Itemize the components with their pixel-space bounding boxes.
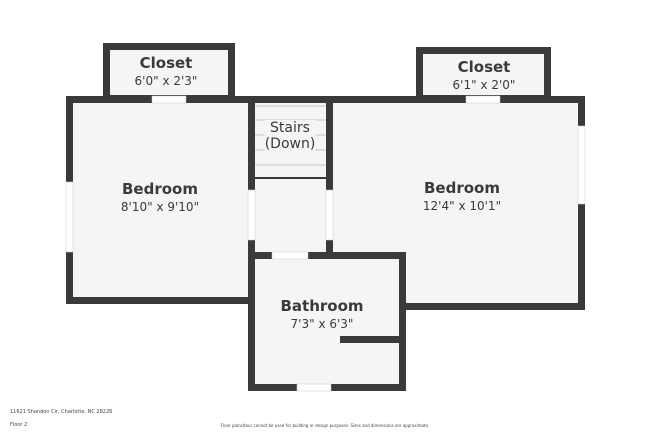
room-dims: 6'0" x 2'3" xyxy=(134,74,198,88)
window-left-bedroom xyxy=(65,181,74,253)
stairs-direction: (Down) xyxy=(264,136,316,152)
room-name: Bedroom xyxy=(122,180,198,198)
bathroom-partition-wall xyxy=(340,336,402,343)
door-opening-bathroom xyxy=(271,251,309,260)
window-right-bedroom xyxy=(577,125,586,205)
address: 11621 Shandon Cir, Charlotte, NC 28226 xyxy=(10,409,113,415)
bedroom-right-label: Bedroom 12'4" x 10'1" xyxy=(423,179,501,213)
room-name: Stairs xyxy=(270,120,310,136)
room-name: Closet xyxy=(457,58,511,76)
disclaimer: Floor plans/tour cannot be used for buil… xyxy=(220,423,430,428)
window-bathroom xyxy=(296,383,332,392)
bathroom-room xyxy=(248,252,406,391)
room-name: Closet xyxy=(139,54,193,72)
floor-label: Floor 2 xyxy=(10,422,28,428)
stairs-label: Stairs (Down) xyxy=(264,120,316,152)
room-dims: 8'10" x 9'10" xyxy=(120,200,200,214)
bathroom-label: Bathroom 7'3" x 6'3" xyxy=(280,297,363,331)
room-name: Bathroom xyxy=(280,297,364,315)
room-dims: 7'3" x 6'3" xyxy=(290,317,354,331)
room-name: Bedroom xyxy=(424,179,500,197)
closet-right-label: Closet 6'1" x 2'0" xyxy=(453,58,516,92)
room-dims: 12'4" x 10'1" xyxy=(422,199,502,213)
door-opening-right-closet xyxy=(465,95,501,104)
bedroom-left-label: Bedroom 8'10" x 9'10" xyxy=(121,180,199,214)
door-opening-right-bedroom xyxy=(325,189,334,241)
closet-left-label: Closet 6'0" x 2'3" xyxy=(135,54,198,88)
door-opening-left-bedroom xyxy=(247,189,256,241)
door-opening-left-closet xyxy=(151,95,187,104)
room-dims: 6'1" x 2'0" xyxy=(452,78,516,92)
